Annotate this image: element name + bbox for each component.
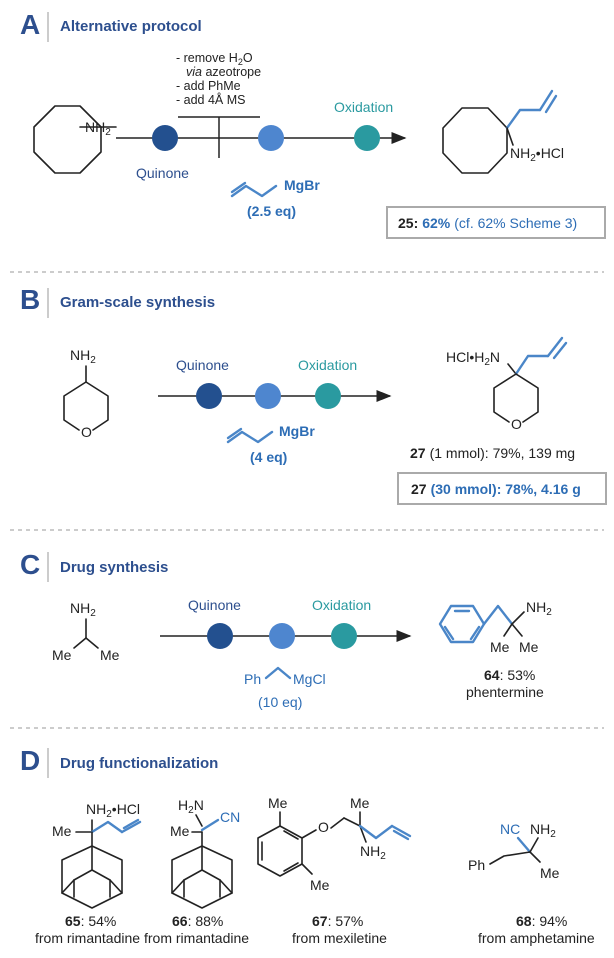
panel-c-quinone-label: Quinone — [188, 597, 241, 613]
product-27-label: HCl•H2N — [446, 349, 500, 368]
panel-a-title: Alternative protocol — [60, 18, 202, 35]
panel-c-title: Drug synthesis — [60, 559, 168, 576]
compound-67-oxygen: O — [318, 819, 329, 835]
result-64: 64: 53% — [484, 667, 535, 683]
panel-a-grignard-dot — [258, 125, 284, 151]
result-64-name: phentermine — [466, 684, 544, 700]
panel-c-amine-label: NH2 — [70, 600, 96, 619]
panel-c-grignard-dot — [269, 623, 295, 649]
phentermine-nh2: NH2 — [526, 599, 552, 618]
panel-b-oxidation-label: Oxidation — [298, 357, 357, 373]
compound-68-structure: NC NH2 Ph Me — [468, 821, 560, 881]
compound-65-me: Me — [52, 823, 72, 839]
panel-b-equiv: (4 eq) — [250, 449, 287, 465]
isopropylamine-structure: NH2 Me Me — [52, 600, 120, 663]
panel-c-mgcl: MgCl — [293, 671, 326, 687]
cyclooctylamine-structure: NH2 — [33, 105, 117, 174]
compound-67-structure: Me O Me Me NH2 — [257, 795, 412, 893]
panel-b: B Gram-scale synthesis NH2 O Quinone Oxi… — [20, 284, 607, 505]
result-27-small: 27(1 mmol): 79%, 139 mg — [410, 445, 575, 461]
product-25-label: NH2•HCl — [510, 145, 564, 164]
phentermine-me1: Me — [490, 639, 510, 655]
panel-b-oxidation-dot — [315, 383, 341, 409]
panel-b-oxygen: O — [81, 424, 92, 440]
compound-68-me: Me — [540, 865, 560, 881]
panel-c-oxidation-label: Oxidation — [312, 597, 371, 613]
compound-68-nc: NC — [500, 821, 520, 837]
result-25-text: 25:62%(cf. 62% Scheme 3) — [398, 215, 577, 231]
product-25-structure: NH2•HCl — [442, 89, 564, 174]
compound-67-result: 67: 57% — [312, 913, 363, 929]
compound-65-structure: NH2•HCl Me — [52, 801, 142, 909]
compound-67-me-quat: Me — [350, 795, 370, 811]
panel-d-title: Drug functionalization — [60, 755, 218, 772]
compound-65-result: 65: 54% — [65, 913, 116, 929]
panel-a-oxidation-label: Oxidation — [334, 99, 393, 115]
compound-66-me: Me — [170, 823, 190, 839]
panel-a: A Alternative protocol NH2 - remove H2O … — [20, 9, 606, 239]
panel-a-oxidation-dot — [354, 125, 380, 151]
phentermine-me2: Me — [519, 639, 539, 655]
panel-a-quinone-dot — [152, 125, 178, 151]
result-27-box — [397, 472, 607, 505]
panel-c: C Drug synthesis NH2 Me Me Quinone Oxida… — [20, 549, 552, 710]
thp-amine-structure: NH2 O — [63, 347, 109, 440]
panel-a-conditions: - remove H2O via azeotrope - add PhMe - … — [176, 51, 261, 158]
panel-a-equiv: (2.5 eq) — [247, 203, 296, 219]
panel-a-allyl-grignard: MgBr (2.5 eq) — [230, 177, 320, 219]
panel-c-oxidation-dot — [331, 623, 357, 649]
panel-c-equiv: (10 eq) — [258, 694, 302, 710]
compound-67-nh2: NH2 — [360, 843, 386, 862]
panel-b-quinone-label: Quinone — [176, 357, 229, 373]
condition-add-phme: - add PhMe — [176, 79, 241, 93]
compound-67-me-bottom: Me — [310, 877, 330, 893]
panel-c-ph: Ph — [244, 671, 261, 687]
phentermine-structure: NH2 Me Me — [438, 599, 552, 655]
compound-68-nh2: NH2 — [530, 821, 556, 840]
compound-68-source: from amphetamine — [478, 930, 595, 946]
panel-b-amine-label: NH2 — [70, 347, 96, 366]
compound-66-source: from rimantadine — [144, 930, 249, 946]
condition-azeotrope: via azeotrope — [186, 65, 261, 79]
panel-a-mgbr: MgBr — [284, 177, 320, 193]
compound-68-ph: Ph — [468, 857, 485, 873]
panel-b-letter: B — [20, 284, 40, 315]
panel-b-title: Gram-scale synthesis — [60, 294, 215, 311]
condition-remove-water: - remove H2O — [176, 51, 253, 67]
condition-add-ms: - add 4Å MS — [176, 92, 245, 107]
compound-66-structure: H2N Me CN — [170, 797, 240, 909]
panel-c-letter: C — [20, 549, 40, 580]
compound-66-cn: CN — [220, 809, 240, 825]
panel-c-me-right: Me — [100, 647, 120, 663]
compound-68-result: 68: 94% — [516, 913, 567, 929]
compound-65-nh2hcl: NH2•HCl — [86, 801, 140, 820]
panel-c-quinone-dot — [207, 623, 233, 649]
panel-a-quinone-label: Quinone — [136, 165, 189, 181]
product-27-oxygen: O — [511, 416, 522, 432]
panel-d-letter: D — [20, 745, 40, 776]
panel-c-benzyl-grignard: Ph MgCl (10 eq) — [244, 666, 326, 710]
panel-c-me-left: Me — [52, 647, 72, 663]
compound-67-source: from mexiletine — [292, 930, 387, 946]
panel-b-mgbr: MgBr — [279, 423, 315, 439]
result-27-large: 27(30 mmol): 78%, 4.16 g — [411, 481, 581, 497]
panel-a-letter: A — [20, 9, 40, 40]
panel-a-amine-label: NH2 — [85, 119, 111, 138]
panel-d: D Drug functionalization NH2•HCl Me 65: … — [20, 745, 595, 946]
result-25-box — [386, 206, 606, 239]
compound-66-result: 66: 88% — [172, 913, 223, 929]
panel-b-allyl-grignard: MgBr (4 eq) — [226, 423, 315, 465]
compound-65-source: from rimantadine — [35, 930, 140, 946]
compound-66-h2n: H2N — [178, 797, 204, 816]
product-27-structure: HCl•H2N O — [446, 336, 568, 432]
panel-b-grignard-dot — [255, 383, 281, 409]
panel-b-quinone-dot — [196, 383, 222, 409]
compound-67-me-top: Me — [268, 795, 288, 811]
